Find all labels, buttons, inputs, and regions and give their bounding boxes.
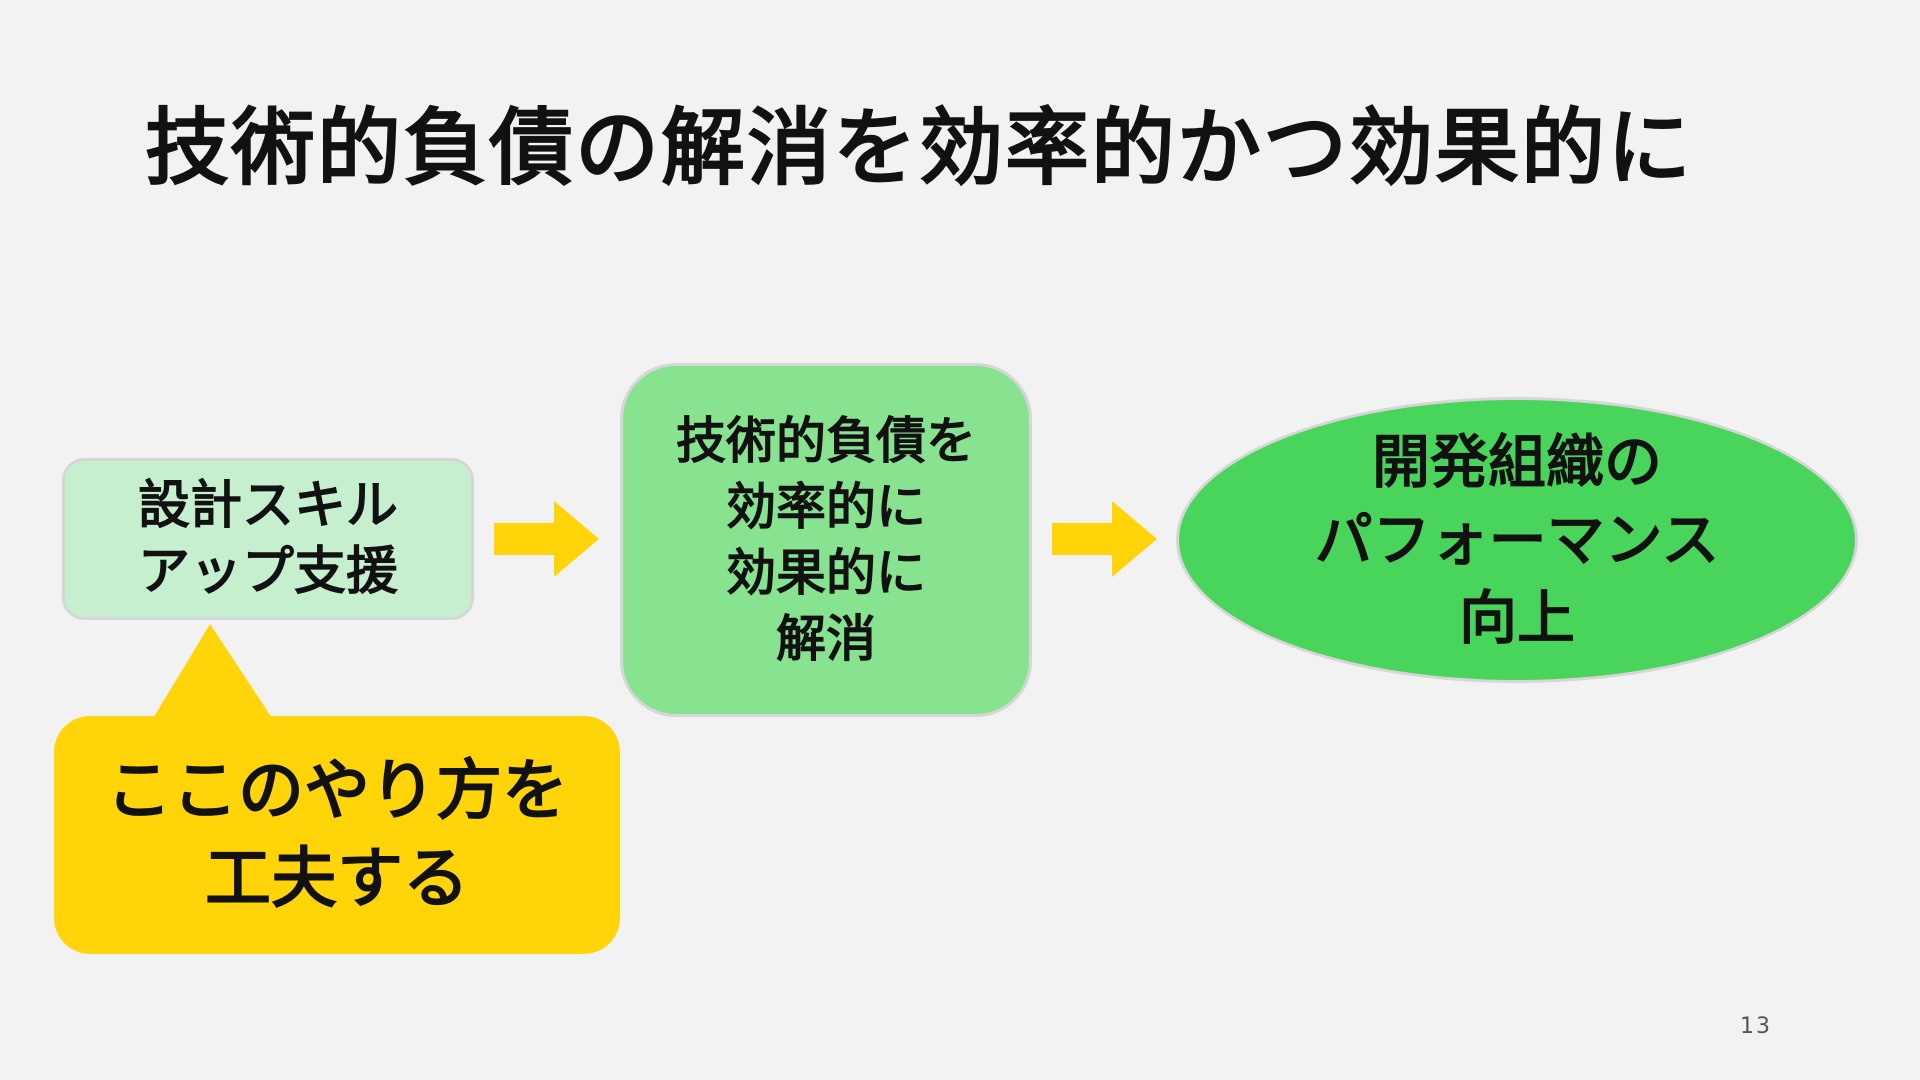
step-tech-debt-resolution-text: 技術的負債を 効率的に 効果的に 解消 [676,408,976,672]
step-dev-org-performance-line-2: パフォーマンス [1314,506,1720,574]
right-arrow-icon [494,501,599,577]
step-tech-debt-resolution: 技術的負債を 効率的に 効果的に 解消 [620,363,1032,717]
step-tech-debt-resolution-line-3: 効果的に [726,544,926,602]
callout-pointer [146,624,280,730]
step-design-skill-support-line-2: アップ支援 [137,542,398,602]
step-tech-debt-resolution-line-2: 効率的に [726,478,926,536]
step-dev-org-performance-text: 開発組織の パフォーマンス 向上 [1315,423,1720,657]
step-tech-debt-resolution-line-4: 解消 [776,610,876,668]
step-dev-org-performance: 開発組織の パフォーマンス 向上 [1176,397,1858,683]
step-dev-org-performance-line-1: 開発組織の [1371,428,1662,496]
step-tech-debt-resolution-line-1: 技術的負債を [676,412,976,470]
callout-note-line-2: 工夫する [205,840,469,917]
slide-title: 技術的負債の解消を効率的かつ効果的に [145,99,1694,197]
step-design-skill-support-line-1: 設計スキル [137,476,398,536]
callout-note-line-1: ここのやり方を [106,752,568,829]
right-arrow-icon [1052,501,1157,577]
step-design-skill-support: 設計スキル アップ支援 [62,458,474,620]
callout-note-text: ここのやり方を 工夫する [106,747,568,923]
page-number: 13 [1740,1014,1772,1039]
step-design-skill-support-text: 設計スキル アップ支援 [138,473,398,605]
step-dev-org-performance-line-3: 向上 [1458,584,1575,652]
callout-note: ここのやり方を 工夫する [54,716,620,954]
